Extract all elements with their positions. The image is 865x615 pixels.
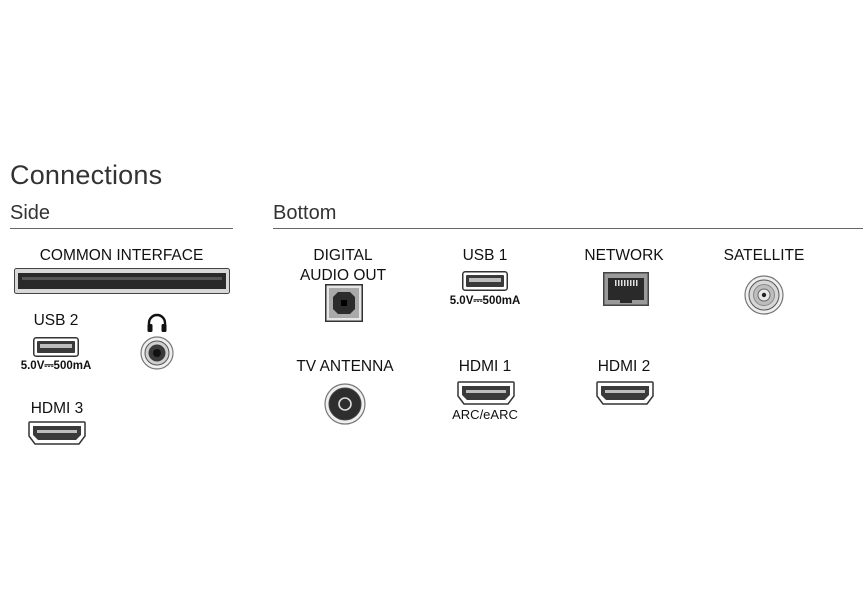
digital-audio-out-label-line1: DIGITAL (313, 247, 373, 264)
usb-port-icon (462, 271, 508, 291)
usb2-power-spec: 5.0V⎓500mA (20, 360, 92, 372)
section-bottom-divider (273, 228, 863, 229)
common-interface-label: COMMON INTERFACE (39, 247, 204, 264)
antenna-port-icon (324, 383, 366, 425)
network-label: NETWORK (584, 247, 664, 264)
common-interface-slot-icon (14, 268, 230, 294)
usb-port-icon (33, 337, 79, 357)
hdmi-port-icon (596, 381, 654, 405)
usb2-label: USB 2 (33, 312, 79, 329)
hdmi3-label: HDMI 3 (30, 400, 84, 417)
tv-antenna-label: TV ANTENNA (296, 358, 394, 375)
satellite-label: SATELLITE (723, 247, 805, 264)
hdmi1-arc-note: ARC/eARC (452, 407, 518, 422)
ethernet-port-icon (603, 272, 649, 306)
section-bottom-heading: Bottom (273, 202, 337, 224)
hdmi-port-icon (457, 381, 515, 405)
hdmi1-label: HDMI 1 (458, 358, 512, 375)
section-side-divider (10, 228, 233, 229)
headphone-icon (147, 313, 167, 332)
hdmi2-label: HDMI 2 (597, 358, 651, 375)
digital-audio-out-label-line2: AUDIO OUT (299, 267, 387, 284)
usb1-label: USB 1 (462, 247, 508, 264)
satellite-port-icon (744, 275, 784, 315)
optical-port-icon (325, 284, 363, 322)
hdmi-port-icon (28, 421, 86, 445)
page-title: Connections (10, 160, 163, 190)
section-side-heading: Side (10, 202, 51, 224)
headphone-jack-icon (140, 336, 174, 370)
usb1-power-spec: 5.0V⎓500mA (449, 295, 521, 307)
